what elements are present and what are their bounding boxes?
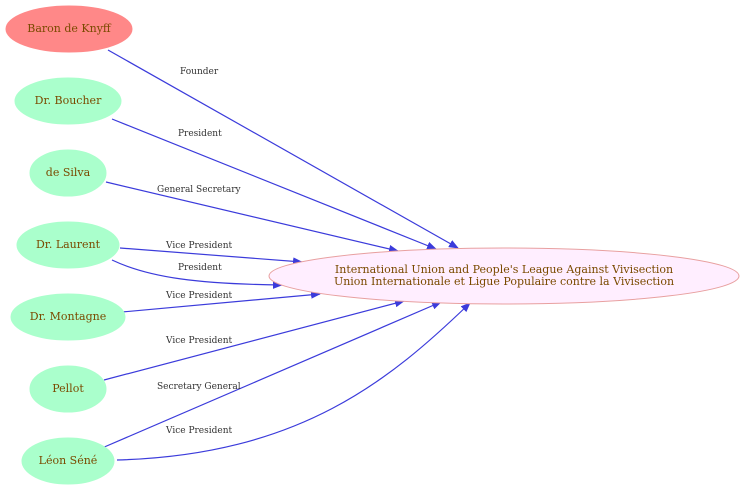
edge-label-boucher-president: President [178, 129, 222, 139]
node-dr-boucher: Dr. Boucher [14, 77, 122, 125]
edge-boucher-president [111, 118, 437, 250]
org-name-french: Union Internationale et Ligue Populaire … [334, 275, 674, 288]
edge-montagne-vice-president [121, 290, 321, 313]
edge-pellot-vice-president [103, 299, 405, 381]
node-label-de-silva: de Silva [46, 166, 91, 179]
node-label-baron-de-knyff: Baron de Knyff [27, 22, 112, 35]
node-pellot: Pellot [29, 365, 107, 413]
edges [101, 49, 471, 461]
edge-label-founder: Founder [180, 67, 219, 77]
node-leon-sene: Léon Séné [21, 437, 115, 485]
org-name-english: International Union and People's League … [335, 263, 673, 276]
person-nodes: Baron de Knyff Dr. Boucher de Silva Dr. … [5, 5, 133, 485]
edge-laurent-vice-president [119, 247, 303, 266]
node-de-silva: de Silva [29, 149, 107, 197]
node-label-dr-boucher: Dr. Boucher [35, 94, 102, 107]
node-label-leon-sene: Léon Séné [39, 454, 98, 467]
node-label-dr-laurent: Dr. Laurent [36, 238, 101, 251]
edge-laurent-president [111, 259, 283, 289]
node-dr-laurent: Dr. Laurent [16, 221, 120, 269]
edge-label-sene-vice-president: Vice President [165, 426, 233, 436]
node-label-dr-montagne: Dr. Montagne [30, 310, 106, 323]
edge-label-laurent-president: President [178, 263, 222, 273]
edge-sene-secretary-general [101, 301, 442, 449]
edge-labels: Founder President General Secretary Vice… [157, 67, 241, 436]
node-organization: International Union and People's League … [268, 247, 740, 305]
edge-sene-vice-president [116, 302, 471, 461]
edge-label-sene-secretary-general: Secretary General [157, 382, 241, 392]
node-dr-montagne: Dr. Montagne [10, 293, 126, 341]
node-baron-de-knyff: Baron de Knyff [5, 5, 133, 53]
node-label-pellot: Pellot [52, 382, 84, 395]
edge-silva-general-secretary [105, 181, 399, 253]
edge-label-montagne-vice-president: Vice President [165, 291, 233, 301]
edge-label-silva-general-secretary: General Secretary [157, 185, 241, 195]
edge-knyff-founder [107, 49, 459, 249]
edge-label-pellot-vice-president: Vice President [165, 336, 233, 346]
edge-label-laurent-vice-president: Vice President [165, 241, 233, 251]
